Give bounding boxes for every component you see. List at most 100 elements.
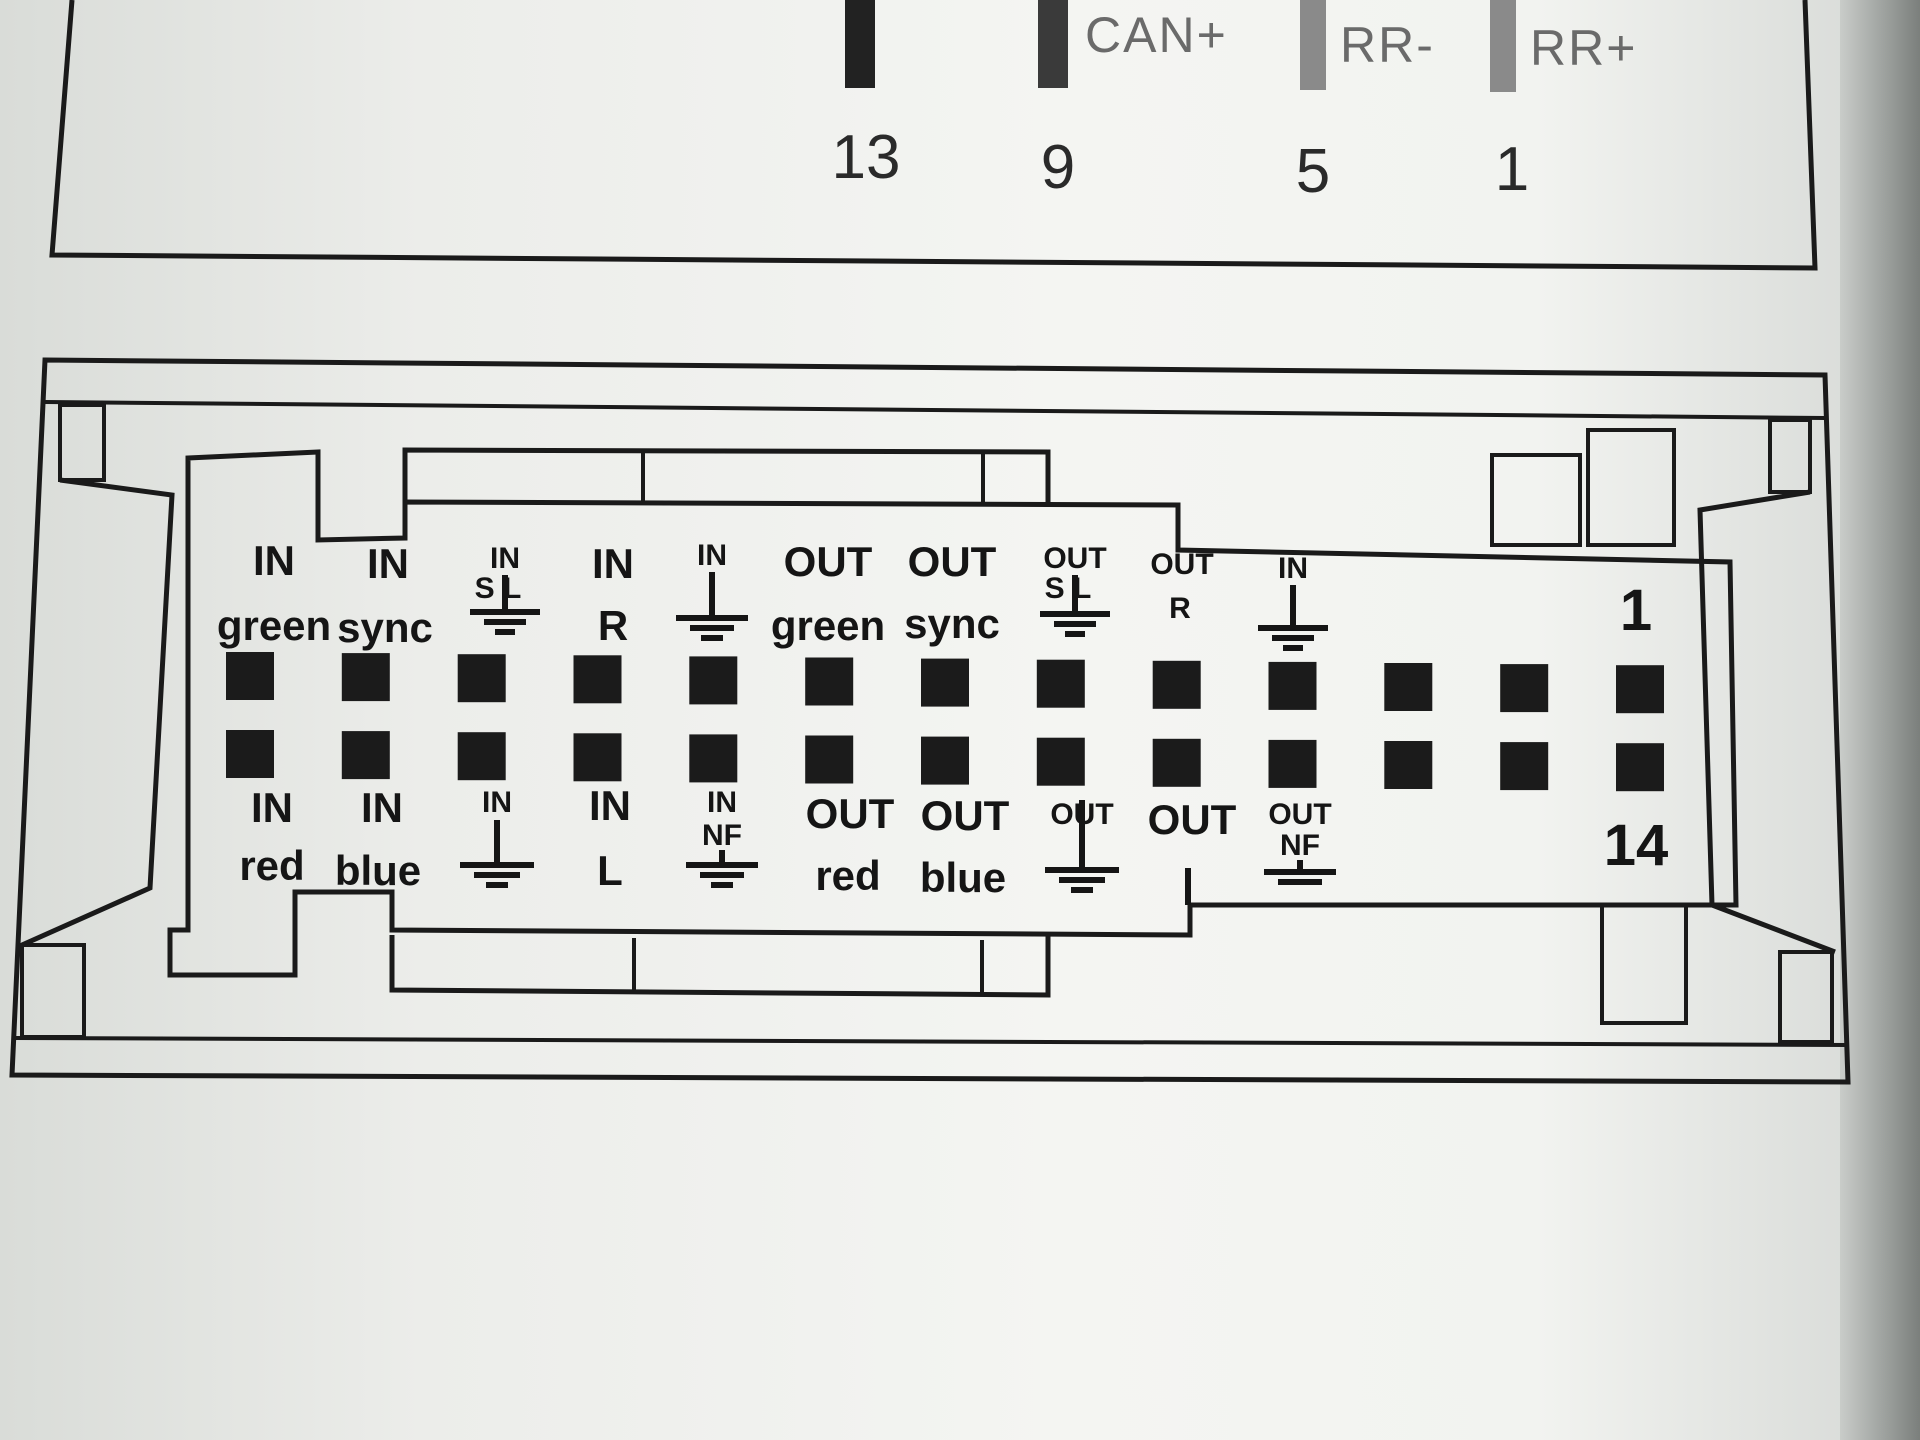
top-label-6: OUT green [771,538,885,649]
top-label-8: OUT S L [1040,542,1110,637]
bottom-label-7: OUT blue [920,792,1010,901]
top-label-1-line1: IN [253,537,295,584]
top-label-rr-plus: RR+ [1530,20,1637,76]
top-label-3-line1: IN [490,542,520,575]
pin-index-14: 14 [1604,813,1669,878]
bottom-label-1-line2: red [239,842,304,889]
rib-left-top [58,403,106,482]
pin-top-9 [1152,660,1201,709]
pin-top-1 [226,652,274,700]
pin-top-12 [1500,664,1549,713]
top-ground-icon-5 [676,572,748,641]
top-ground-icon-10 [1258,585,1328,651]
bottom-label-6: OUT red [806,790,895,899]
pin-bottom-3 [457,732,506,781]
key-right-1 [1490,453,1582,547]
pin-array [226,652,1664,792]
shell-right [1697,489,1836,955]
top-pin-number-1: 1 [1495,135,1529,204]
top-pin-number-5: 5 [1296,137,1330,206]
pin-bottom-10 [1268,739,1317,788]
top-label-2-line1: IN [367,540,409,587]
rib-right-top [1768,418,1812,494]
pin-bottom-5 [689,734,738,783]
pin-bottom-4 [573,733,622,782]
top-connector-frame [49,0,1818,271]
main-connector-outline [9,357,1851,1085]
shell-left [20,477,175,948]
housing-outer [9,357,1851,1085]
top-label-10: IN [1258,552,1328,651]
bottom-ground-icon-8 [1045,800,1119,893]
pin-top-3 [457,654,506,703]
bottom-label-10: OUT NF [1264,798,1336,885]
pin-bottom-9 [1152,738,1201,787]
pin-top-7 [921,658,969,707]
bottom-label-3: IN [460,786,534,888]
top-ground-icon-8 [1040,575,1110,637]
top-pin-number-13: 13 [832,123,901,192]
bottom-label-6-line2: red [815,852,880,899]
bottom-label-6-line1: OUT [806,790,895,837]
top-label-7-line1: OUT [908,538,997,585]
pin-bottom-11 [1384,741,1433,789]
bottom-label-9: OUT [1148,796,1237,905]
key-right-2 [1586,428,1676,547]
top-label-3-line2: S L [475,572,522,605]
bottom-label-2-line2: blue [335,847,421,894]
pin-bottom-6 [805,735,854,784]
pin-top-5 [689,656,738,705]
pin-bottom-13 [1616,743,1664,792]
top-label-2-line2: sync [337,604,433,651]
bottom-label-7-line2: blue [920,854,1006,901]
key-bottom [389,935,1051,998]
top-label-3: IN S L [470,542,540,635]
bottom-label-10-line1: OUT [1268,798,1331,831]
top-label-5: IN [676,539,748,641]
bottom-label-8: OUT [1045,798,1119,893]
top-label-1: IN green [217,537,331,649]
top-label-9-line1: OUT [1150,548,1213,581]
pin-top-10 [1268,661,1317,710]
bottom-label-2-line1: IN [361,784,403,831]
bottom-label-4-line1: IN [589,782,631,829]
top-row-labels: IN green IN sync IN S L IN R IN OUT [217,537,1328,651]
housing-top-rail [44,400,1826,420]
bottom-ground-icon-10 [1264,860,1336,885]
top-label-9: OUT R [1150,548,1213,625]
top-label-rr-minus: RR- [1340,17,1435,73]
pin-top-11 [1384,663,1433,711]
bottom-label-4: IN L [589,782,631,894]
rib-left-bottom [20,943,86,1039]
bottom-ground-icon-3 [460,820,534,888]
pin-top-6 [805,657,854,706]
bottom-ground-icon-5 [686,850,758,888]
bottom-label-5-line1: IN [707,786,737,819]
pin-bottom-8 [1036,737,1085,786]
top-label-4-line1: IN [592,540,634,587]
pin-top-8 [1036,659,1085,708]
bottom-label-2: IN blue [335,784,421,894]
top-pin-bar-1 [1490,0,1516,92]
bottom-label-3-line1: IN [482,786,512,819]
bottom-label-1: IN red [239,784,304,889]
top-label-8-line2: S L [1045,572,1092,605]
pin-top-13 [1616,665,1664,714]
bottom-label-10-line2: NF [1280,829,1320,862]
top-label-8-line1: OUT [1043,542,1106,575]
pin-bottom-7 [921,736,969,785]
pin-top-4 [573,655,622,704]
pin-top-2 [341,653,390,702]
bottom-label-9-line1: OUT [1148,796,1237,843]
top-label-can-plus: CAN+ [1085,7,1228,63]
top-label-4: IN R [592,540,634,649]
top-label-9-line2: R [1169,592,1191,625]
top-label-2: IN sync [337,540,433,651]
top-pin-bar-5 [1300,0,1326,90]
top-label-10-line1: IN [1278,552,1308,585]
rib-right-bottom [1778,950,1834,1044]
top-ground-icon-3 [470,575,540,635]
